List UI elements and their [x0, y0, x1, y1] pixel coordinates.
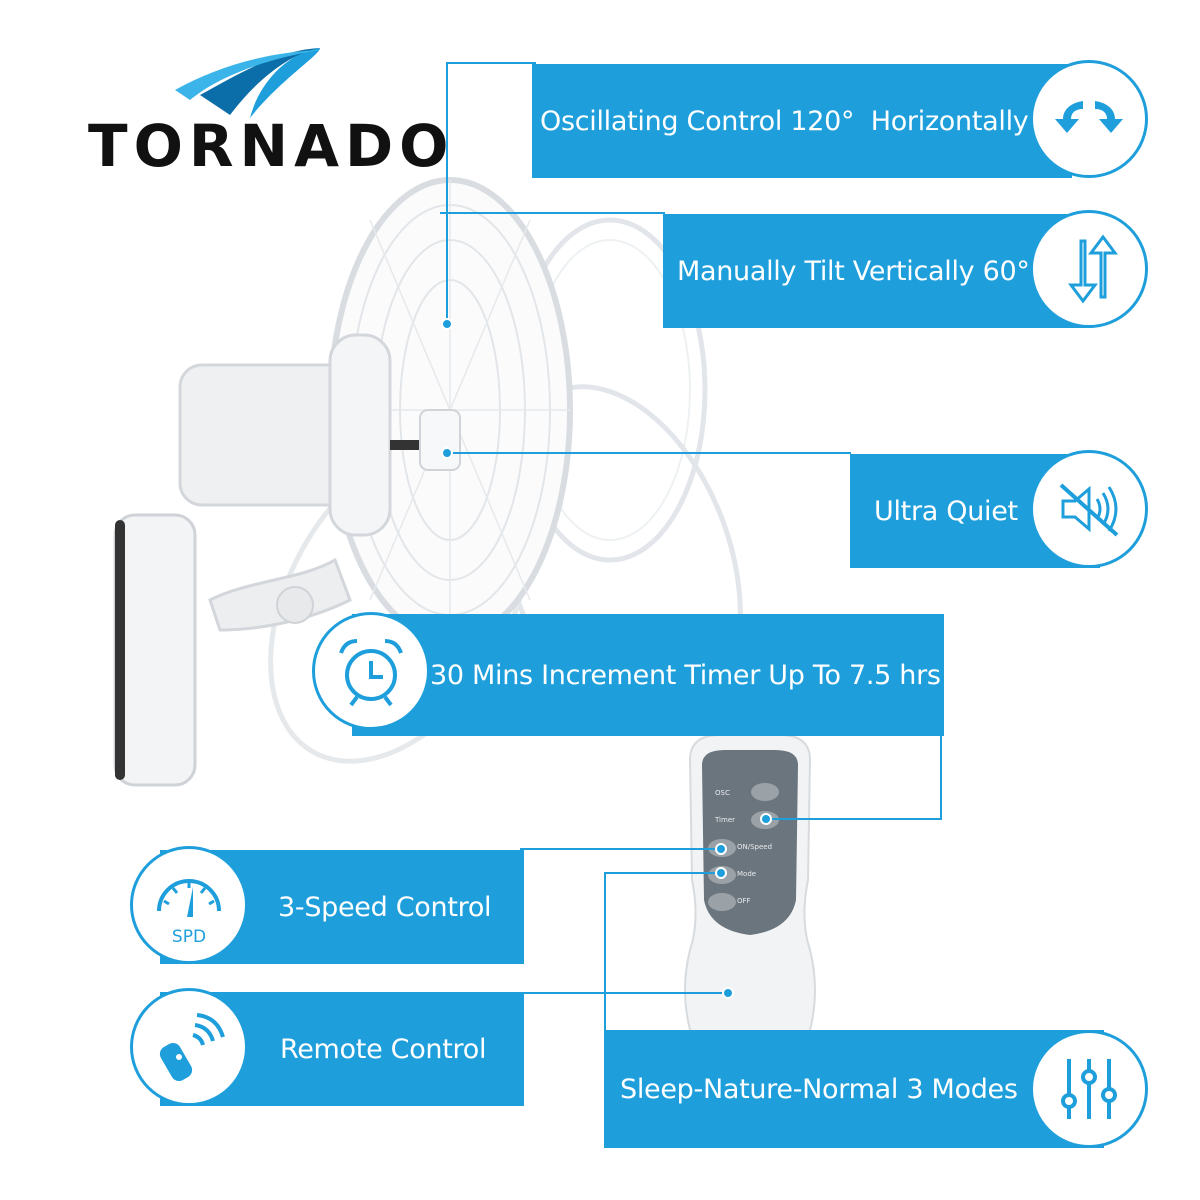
leader-line: [446, 62, 448, 324]
remote-button-speed: ON/Speed: [737, 843, 773, 851]
remote-button-mode: Mode: [737, 870, 757, 878]
leader-line: [940, 736, 942, 820]
leader-line: [765, 818, 942, 820]
feature-quiet-label: Ultra Quiet: [874, 495, 1018, 527]
leader-dot: [760, 813, 772, 825]
speedometer-icon: [157, 879, 221, 917]
leader-line: [604, 872, 606, 1030]
remote-button-timer: Timer: [715, 816, 736, 824]
feature-timer-banner: 30 Mins Increment Timer Up To 7.5 hrs: [352, 614, 944, 736]
feature-tilt-label: Manually Tilt Vertically 60°: [677, 255, 1030, 287]
speed-icon-text: SPD: [171, 927, 207, 947]
feature-speed-label: 3-Speed Control: [278, 891, 492, 923]
leader-dot: [441, 447, 453, 459]
leader-dot: [715, 843, 727, 855]
remote-button-labels: OSC Timer ON/Speed Mode OFF: [715, 780, 772, 915]
tilt-arrows-icon: [1068, 234, 1118, 304]
remote-signal-icon: [159, 1013, 225, 1082]
feature-oscillating-label: Oscillating Control 120° Horizontally: [540, 105, 1029, 137]
feature-quiet-badge: [1030, 450, 1148, 568]
feature-timer-label: 30 Mins Increment Timer Up To 7.5 hrs: [430, 659, 941, 691]
remote-control-image: [684, 734, 816, 1050]
leader-line: [604, 872, 719, 874]
leader-dot: [722, 987, 734, 999]
feature-modes-label: Sleep-Nature-Normal 3 Modes: [620, 1073, 1018, 1105]
remote-button-off: OFF: [737, 897, 751, 905]
leader-line: [440, 212, 665, 214]
feature-oscillating-banner: Oscillating Control 120° Horizontally: [532, 64, 1072, 178]
feature-remote-badge: [130, 988, 248, 1106]
oscillate-arrows-icon: [1055, 101, 1123, 133]
alarm-clock-icon: [339, 639, 403, 707]
leader-dot: [441, 318, 453, 330]
brand-name: TORNADO: [88, 112, 455, 180]
leader-line: [520, 848, 720, 850]
leader-dot: [715, 867, 727, 879]
remote-button-osc: OSC: [715, 789, 730, 797]
feature-speed-badge: SPD: [130, 846, 248, 964]
logo-swoosh-icon: [175, 48, 320, 118]
leader-line: [446, 62, 536, 64]
sliders-icon: [1061, 1059, 1117, 1119]
feature-modes-badge: [1030, 1030, 1148, 1148]
brand-logo: [80, 40, 440, 190]
leader-line: [520, 992, 730, 994]
feature-modes-banner: Sleep-Nature-Normal 3 Modes: [604, 1030, 1104, 1148]
feature-tilt-banner: Manually Tilt Vertically 60°: [663, 214, 1093, 328]
mute-speaker-icon: [1059, 483, 1119, 537]
feature-remote-label: Remote Control: [280, 1033, 487, 1065]
leader-line: [446, 452, 851, 454]
feature-oscillating-badge: [1030, 60, 1148, 178]
feature-timer-badge: [312, 612, 430, 730]
feature-tilt-badge: [1030, 210, 1148, 328]
